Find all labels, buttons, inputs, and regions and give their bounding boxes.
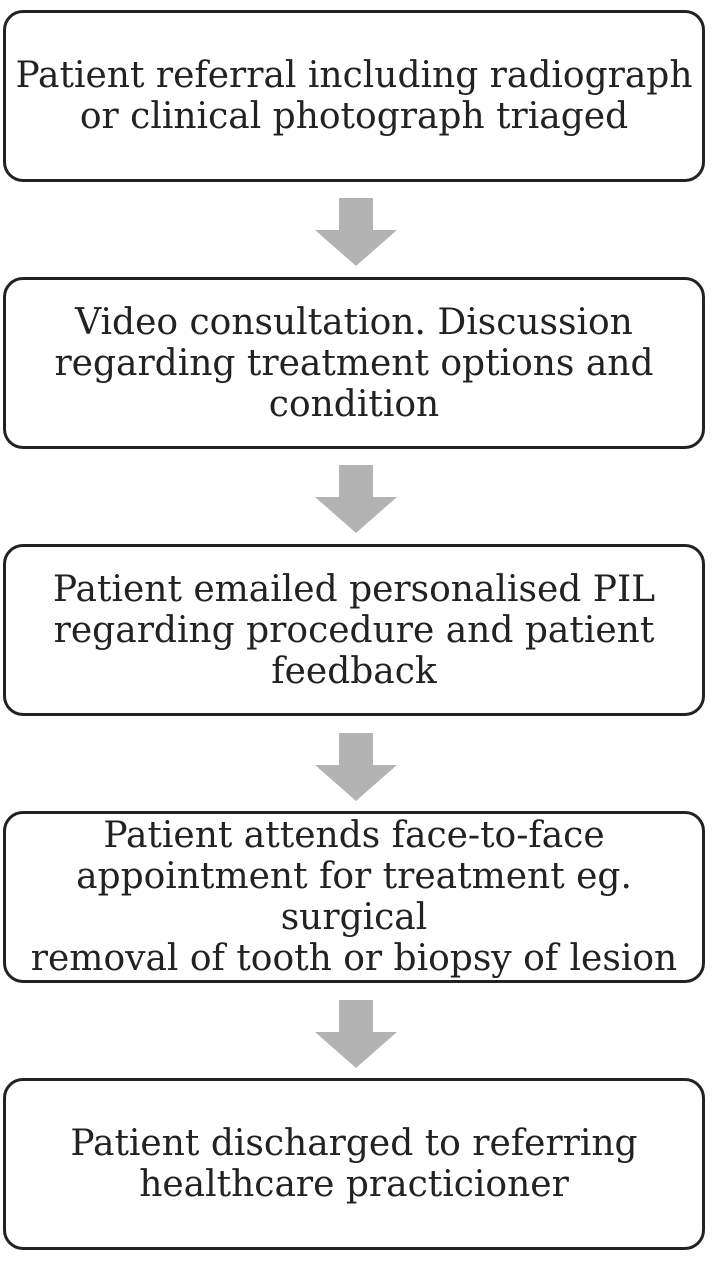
flow-step-2-text: Video consultation. Discussion regarding… [54,301,654,425]
flow-step-4: Patient attends face-to-face appointment… [3,811,705,983]
down-arrow-icon [315,465,397,533]
flow-step-5-text: Patient discharged to referring healthca… [70,1123,638,1205]
flow-step-4-text: Patient attends face-to-face appointment… [30,815,678,979]
flow-step-2: Video consultation. Discussion regarding… [3,277,705,449]
flow-step-3-text: Patient emailed personalised PIL regardi… [52,568,656,692]
flow-step-1-text: Patient referral including radiograph or… [15,55,693,137]
flow-step-1: Patient referral including radiograph or… [3,10,705,182]
flow-step-3: Patient emailed personalised PIL regardi… [3,544,705,716]
down-arrow-icon [315,733,397,801]
down-arrow-icon [315,198,397,266]
down-arrow-icon [315,1000,397,1068]
flow-step-5: Patient discharged to referring healthca… [3,1078,705,1250]
